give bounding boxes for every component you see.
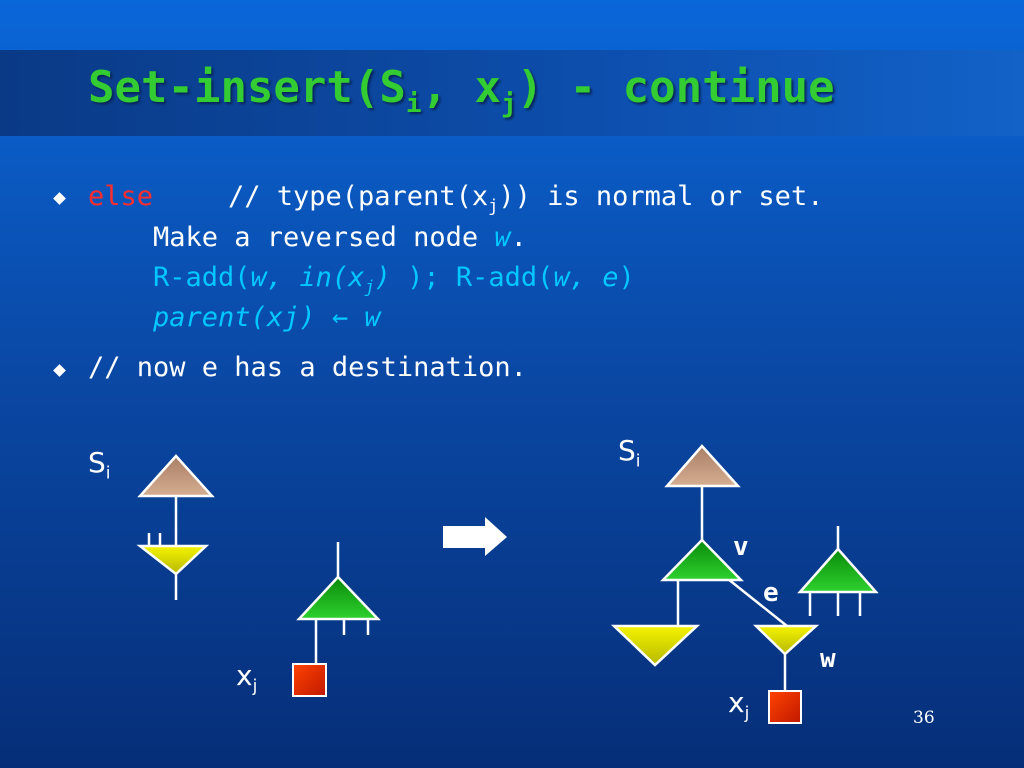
label-v: v — [733, 532, 749, 562]
label-xj-right: xj — [728, 686, 750, 724]
destination-line: // now e has a destination. — [88, 352, 527, 383]
reversed-node-w — [752, 624, 820, 656]
page-number: 36 — [913, 708, 935, 728]
parent-assign-line: parent(xj) ← w — [153, 302, 381, 333]
make-node-line: Make a reversed node w. — [153, 222, 527, 253]
node-v — [660, 538, 744, 582]
page-title: Set-insert(Si, xj) - continue — [88, 62, 835, 119]
r-add-line: R-add(w, in(xj) ); R-add(w, e) — [153, 262, 635, 298]
label-si-right: Si — [618, 434, 641, 472]
title-band — [0, 50, 1024, 136]
label-xj-left: xj — [236, 659, 258, 697]
label-e: e — [763, 578, 779, 608]
leaf-node-xj-right — [768, 690, 802, 724]
set-node-si — [137, 454, 215, 498]
set-node-yellow-right — [610, 624, 701, 667]
normal-node-green — [296, 575, 381, 621]
label-w: w — [820, 644, 836, 674]
arrow-right-icon — [443, 517, 507, 556]
label-si-left: Si — [88, 446, 111, 484]
set-node-si-right — [664, 444, 741, 488]
leaf-node-xj — [292, 663, 327, 697]
else-comment: // type(parent(xj)) is normal or set. — [228, 181, 824, 217]
else-keyword: else — [88, 181, 154, 212]
set-node-yellow — [136, 544, 210, 576]
normal-node-green-right — [797, 547, 879, 594]
bullet-else-line: else — [88, 181, 153, 212]
